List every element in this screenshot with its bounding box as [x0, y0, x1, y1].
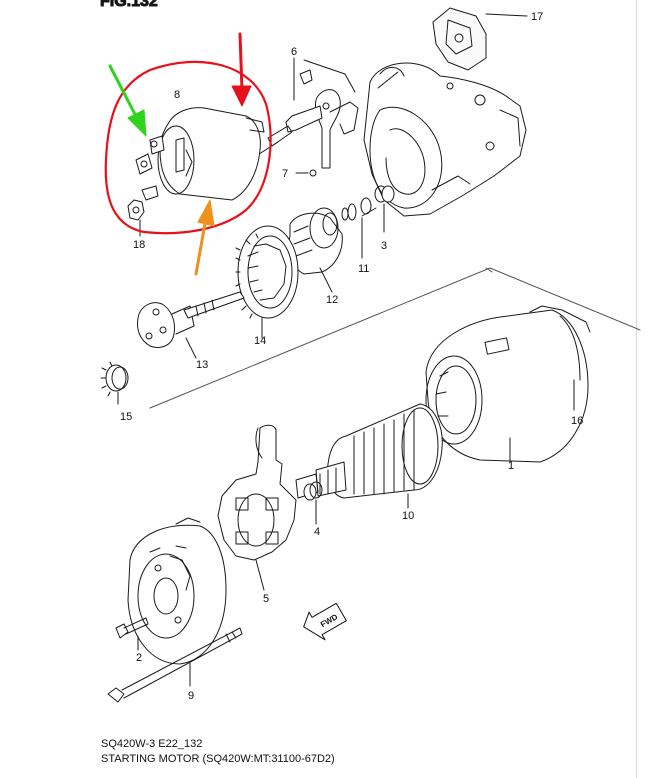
- part-label-9: 9: [188, 690, 194, 702]
- page-edge-line: [636, 0, 637, 778]
- part-label-13: 13: [196, 359, 208, 371]
- part-6-lever: [255, 57, 359, 169]
- part-12-clutch: [288, 207, 343, 293]
- part-3-bushing: [374, 185, 395, 233]
- part-11-washers: [341, 197, 377, 259]
- part-15-gear: [100, 361, 129, 405]
- part-label-7: 7: [282, 168, 288, 180]
- part-4-bushing: [303, 481, 323, 525]
- part-label-18: 18: [133, 239, 145, 251]
- part-5-brush-holder: [217, 424, 297, 591]
- part-number-labels: 1 2 3 4 5 6 7 8 9 10 11 12 13 14 15 16 1…: [120, 11, 583, 702]
- part-7-ball: [309, 169, 317, 177]
- annotations: [104, 32, 272, 276]
- part-label-14: 14: [254, 335, 266, 347]
- part-label-8: 8: [174, 89, 180, 101]
- part-13-shaft: [137, 291, 245, 359]
- part-label-17: 17: [531, 11, 543, 23]
- fwd-arrow-icon: FWD: [303, 602, 347, 641]
- part-label-6: 6: [291, 46, 297, 58]
- part-8-solenoid: [135, 107, 265, 201]
- group-outline: [149, 267, 641, 409]
- drive-end-housing: [363, 62, 527, 217]
- part-label-12: 12: [326, 294, 338, 306]
- annotation-orange-arrow: [194, 199, 215, 276]
- part-label-16: 16: [571, 415, 583, 427]
- document-title: STARTING MOTOR (SQ420W:MT:31100-67D2): [101, 753, 335, 765]
- part-label-15: 15: [120, 411, 132, 423]
- part-label-11: 11: [358, 263, 369, 275]
- annotation-red-arrow: [231, 32, 252, 107]
- part-10-armature: [295, 403, 443, 509]
- part-label-4: 4: [314, 526, 320, 538]
- part-label-3: 3: [381, 240, 387, 252]
- annotation-green-arrow: [108, 64, 147, 137]
- part-label-10: 10: [402, 510, 414, 522]
- part-label-2: 2: [136, 652, 142, 664]
- part-label-1: 1: [508, 460, 514, 472]
- part-1-yoke: [425, 305, 591, 463]
- part-9-bolt: [107, 627, 243, 703]
- part-label-5: 5: [263, 593, 269, 605]
- part-18-nut: [127, 199, 145, 237]
- part-2-screw: [115, 617, 149, 651]
- part-17-bracket: [432, 7, 528, 71]
- part-14-ring-gear: [235, 225, 299, 339]
- commutator-end-frame: [127, 517, 227, 665]
- document-code: SQ420W-3 E22_132: [101, 738, 203, 750]
- header-fragment: FIG.132: [100, 0, 158, 10]
